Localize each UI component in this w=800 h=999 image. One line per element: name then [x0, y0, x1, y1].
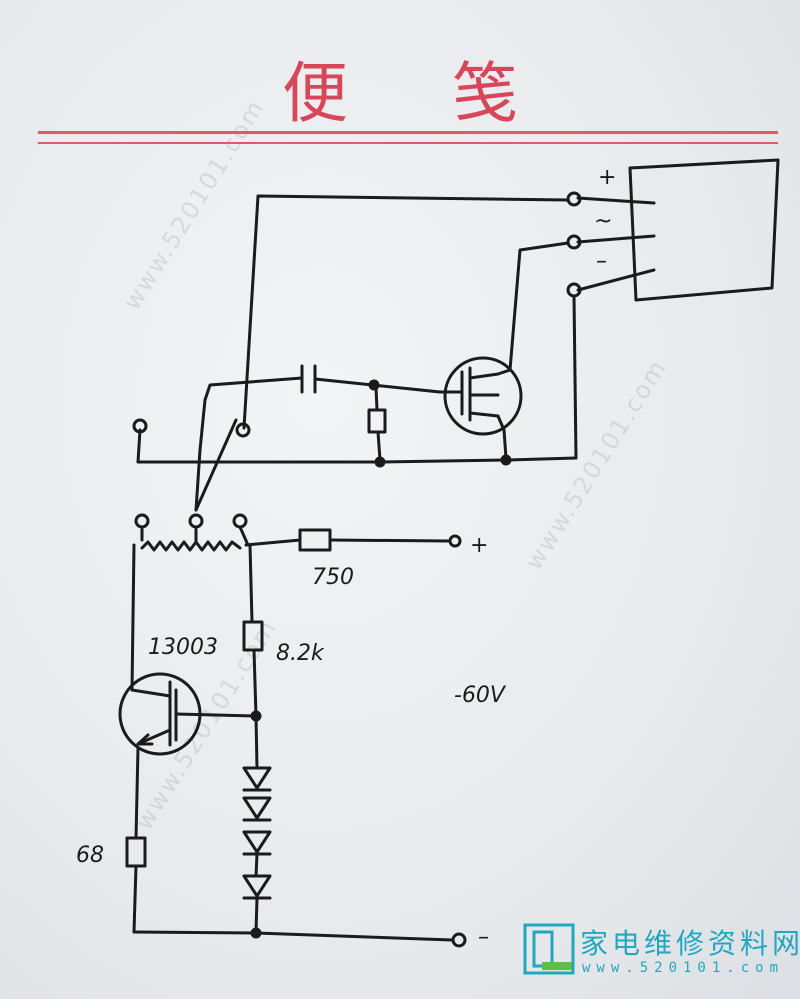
label-terminal-plus: + — [470, 533, 488, 558]
label-resistor-750: 750 — [312, 565, 354, 590]
label-transistor: 13003 — [148, 635, 218, 660]
terminal-switch-top — [235, 422, 251, 438]
label-resistor-68: 68 — [76, 843, 104, 868]
junction-dot-bottom — [250, 927, 262, 939]
resistor-68 — [125, 746, 147, 934]
junction-dot-1 — [374, 456, 386, 468]
watermark-logo-text: 家电维修资料网 — [580, 927, 800, 960]
capacitor-series — [203, 364, 442, 402]
label-voltage: -60V — [454, 683, 507, 708]
wire-bottom-bus — [132, 930, 467, 948]
label-terminal-minus: – — [478, 925, 489, 950]
wire-vertical-right — [248, 543, 254, 624]
label-conn-minus: – — [596, 249, 607, 274]
letterhead-char-1: 便 — [282, 55, 348, 132]
label-resistor-8k2: 8.2k — [276, 641, 325, 666]
transformer-coil — [134, 513, 250, 552]
letterhead-char-2: 笺 — [452, 55, 518, 132]
resistor-750 — [244, 528, 462, 552]
label-conn-plus: + — [598, 165, 616, 190]
label-conn-ac: ~ — [594, 209, 612, 234]
letterhead-rule-bottom — [38, 142, 778, 144]
letterhead-title: 便 笺 — [0, 40, 800, 140]
switch-contact — [194, 398, 238, 512]
transistor-13003 — [118, 672, 258, 756]
mosfet-symbol — [438, 356, 523, 460]
watermark-logo-url: www.520101.com — [582, 960, 785, 976]
wire-vertical-left — [130, 543, 136, 692]
watermark-logo-icon — [523, 923, 575, 975]
resistor-gate — [367, 385, 387, 462]
zener-diode-chain — [242, 714, 272, 934]
wire-top-bus — [242, 194, 578, 460]
letterhead-rule-top — [38, 131, 778, 134]
junction-dot-2 — [500, 454, 512, 466]
terminal-left-top — [132, 418, 148, 434]
resistor-8k2 — [242, 620, 264, 718]
